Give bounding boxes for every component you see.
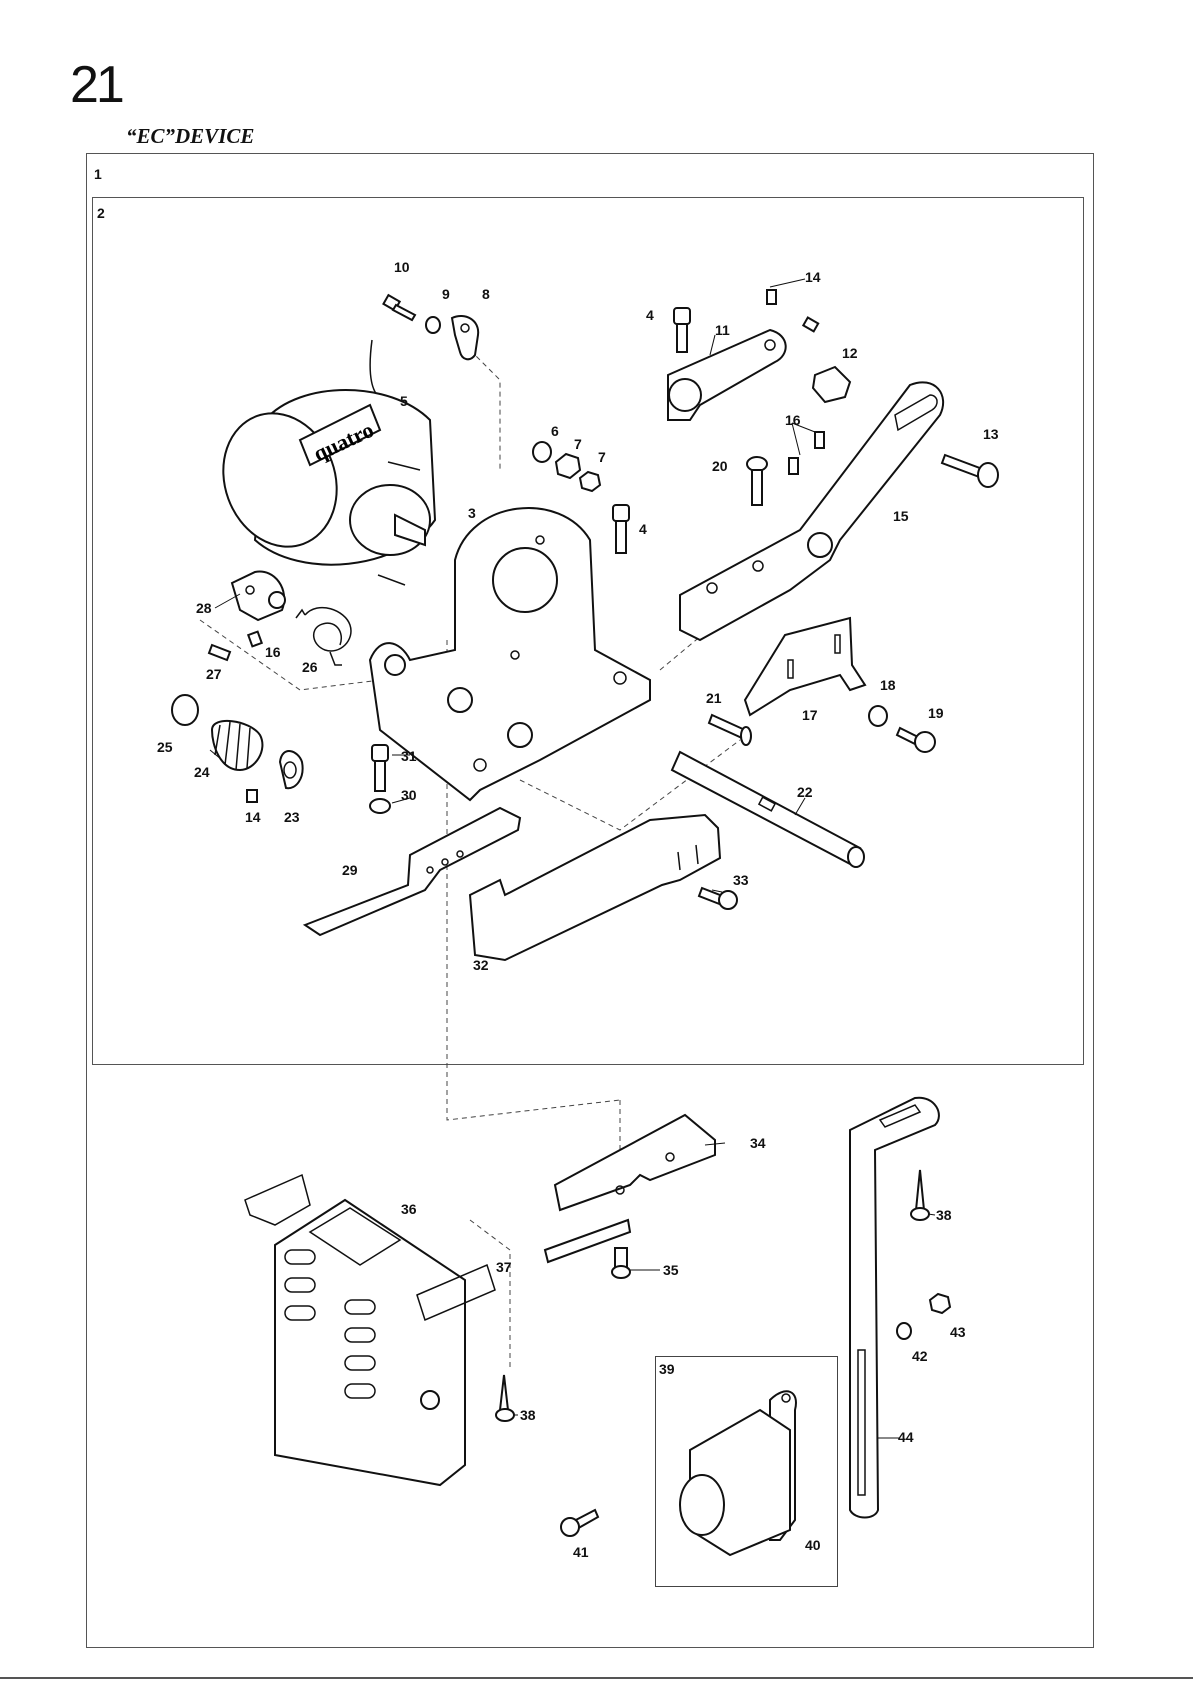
part-callout: 14 bbox=[805, 269, 821, 285]
part-callout: 8 bbox=[482, 286, 490, 302]
part-callout: 38 bbox=[520, 1407, 536, 1423]
part-callout: 16 bbox=[785, 412, 801, 428]
guard-bracket-part bbox=[470, 815, 720, 960]
mounting-rod-part bbox=[850, 1098, 939, 1518]
part-callout: 40 bbox=[805, 1537, 821, 1553]
set-screw-part bbox=[247, 790, 257, 802]
part-callout: 7 bbox=[598, 449, 606, 465]
part-callout: 13 bbox=[983, 426, 999, 442]
part-callout: 17 bbox=[802, 707, 818, 723]
spring-part bbox=[212, 721, 262, 770]
clamp-part bbox=[452, 316, 478, 359]
part-callout: 38 bbox=[936, 1207, 952, 1223]
block-part bbox=[813, 367, 850, 402]
part-callout: 43 bbox=[950, 1324, 966, 1340]
part-callout: 28 bbox=[196, 600, 212, 616]
part-callout: 23 bbox=[284, 809, 300, 825]
assembly-guide-line bbox=[470, 1220, 510, 1370]
part-callout: 4 bbox=[639, 521, 647, 537]
part-callout: 37 bbox=[496, 1259, 512, 1275]
part-callout: 34 bbox=[750, 1135, 766, 1151]
part-callout: 12 bbox=[842, 345, 858, 361]
collar-part bbox=[232, 572, 285, 620]
part-callout: 30 bbox=[401, 787, 417, 803]
nut-part bbox=[930, 1294, 950, 1313]
washer-part bbox=[370, 799, 390, 813]
set-screw-part bbox=[767, 290, 776, 304]
part-callout: 4 bbox=[646, 307, 654, 323]
screw-part bbox=[747, 457, 767, 505]
set-screw-part bbox=[248, 632, 262, 647]
part-callout: 5 bbox=[400, 393, 408, 409]
part-callout: 36 bbox=[401, 1201, 417, 1217]
cap-screw-part bbox=[674, 308, 690, 352]
set-screw-part bbox=[815, 432, 824, 448]
washer-part bbox=[172, 695, 198, 725]
part-callout: 7 bbox=[574, 436, 582, 452]
pin-part bbox=[942, 455, 998, 487]
part-callout: 41 bbox=[573, 1544, 589, 1560]
part-callout: 25 bbox=[157, 739, 173, 755]
part-callout: 42 bbox=[912, 1348, 928, 1364]
control-box-part bbox=[245, 1175, 495, 1485]
part-callout: 29 bbox=[342, 862, 358, 878]
nut-part bbox=[556, 454, 580, 478]
part-callout: 33 bbox=[733, 872, 749, 888]
set-screw-part bbox=[789, 458, 798, 474]
part-callout: 14 bbox=[245, 809, 261, 825]
set-screw-part bbox=[803, 318, 818, 332]
screw-part bbox=[897, 728, 935, 752]
part-callout: 31 bbox=[401, 748, 417, 764]
slide-plate-part bbox=[545, 1115, 715, 1262]
part-callout: 21 bbox=[706, 690, 722, 706]
washer-part bbox=[533, 442, 551, 462]
part-callout: 9 bbox=[442, 286, 450, 302]
bottom-rule bbox=[0, 1677, 1193, 1679]
screw-part bbox=[561, 1510, 598, 1536]
assembly-guide-line bbox=[470, 350, 500, 470]
part-callout: 22 bbox=[797, 784, 813, 800]
collar-part bbox=[280, 751, 303, 788]
wood-screw-part bbox=[911, 1170, 929, 1220]
motor-part: quatro bbox=[205, 340, 435, 585]
washer-part bbox=[426, 317, 440, 333]
washer-part bbox=[869, 706, 887, 726]
part-callout: 20 bbox=[712, 458, 728, 474]
cap-screw-part bbox=[372, 745, 388, 791]
part-callout: 26 bbox=[302, 659, 318, 675]
spring-part bbox=[296, 608, 351, 665]
nut-part bbox=[580, 472, 600, 491]
part-callout: 19 bbox=[928, 705, 944, 721]
part-callout: 18 bbox=[880, 677, 896, 693]
part-callout: 16 bbox=[265, 644, 281, 660]
part-callout: 24 bbox=[194, 764, 210, 780]
part-callout: 27 bbox=[206, 666, 222, 682]
pin-part bbox=[709, 715, 751, 745]
part-callout: 11 bbox=[715, 322, 730, 338]
screw-part bbox=[383, 295, 415, 320]
washer-part bbox=[897, 1323, 911, 1339]
wood-screw-part bbox=[496, 1375, 514, 1421]
screw-part bbox=[612, 1248, 630, 1278]
screw-part bbox=[209, 645, 230, 660]
cap-screw-part bbox=[613, 505, 629, 553]
part-callout: 3 bbox=[468, 505, 476, 521]
part-callout: 10 bbox=[394, 259, 410, 275]
part-callout: 35 bbox=[663, 1262, 679, 1278]
part-callout: 32 bbox=[473, 957, 489, 973]
part-callout: 15 bbox=[893, 508, 909, 524]
plate-part bbox=[745, 618, 865, 715]
part-callout: 6 bbox=[551, 423, 559, 439]
part-callout: 44 bbox=[898, 1429, 914, 1445]
micro-switch-part bbox=[680, 1391, 796, 1555]
